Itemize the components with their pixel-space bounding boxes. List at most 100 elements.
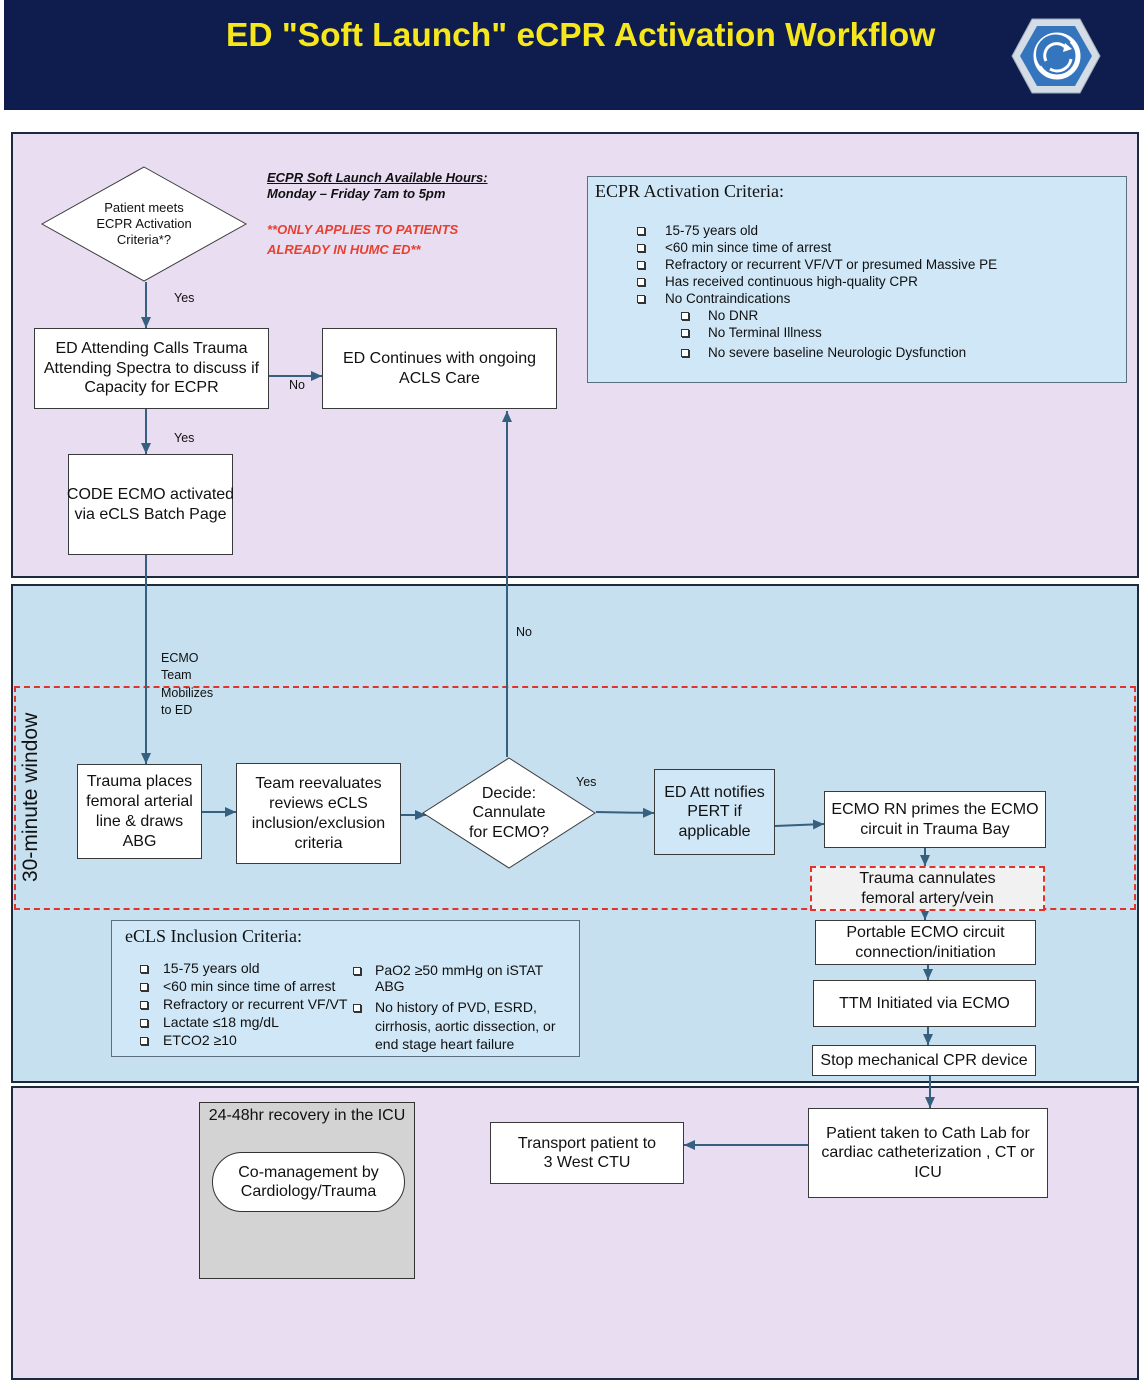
- contraindication-item: No severe baseline Neurologic Dysfunctio…: [681, 344, 997, 361]
- node-text-line: Trauma cannulates: [859, 870, 996, 887]
- thirty-minute-window-frame: [14, 686, 1136, 910]
- checkbox-icon: [637, 227, 645, 235]
- checkbox-icon: [140, 1019, 148, 1027]
- co-management-pill: Co-management by Cardiology/Trauma: [212, 1152, 405, 1212]
- activation-criteria-list: 15-75 years old <60 min since time of ar…: [637, 222, 997, 361]
- scope-note-line: **ONLY APPLIES TO PATIENTS: [267, 222, 459, 237]
- step-cath-lab: Patient taken to Cath Lab for cardiac ca…: [808, 1108, 1048, 1198]
- criteria-item: Has received continuous high-quality CPR: [637, 273, 997, 290]
- checkbox-icon: [681, 329, 689, 337]
- step-portable-ecmo-connection: Portable ECMO circuit connection/initiat…: [815, 920, 1036, 965]
- node-text-line: PERT if: [687, 803, 742, 821]
- step-code-ecmo-activated: CODE ECMO activated via eCLS Batch Page: [67, 454, 234, 555]
- node-text-line: connection/initiation: [855, 943, 996, 961]
- criteria-item: Lactate ≤18 mg/dL: [140, 1013, 347, 1031]
- node-text-line: Cannulate: [472, 804, 546, 822]
- node-text-line: Transport patient to: [517, 1134, 657, 1152]
- criteria-item: 15-75 years old: [140, 959, 347, 977]
- checkbox-icon: [140, 965, 148, 973]
- node-text-line: circuit in Trauma Bay: [860, 820, 1010, 838]
- criteria-item-text: No history of PVD, ESRD,: [375, 999, 537, 1015]
- step-trauma-arterial-line: Trauma places femoral arterial line & dr…: [77, 764, 202, 859]
- edge-label-line: Team: [161, 668, 192, 683]
- criteria-item-text: end stage heart failure: [375, 1036, 515, 1052]
- node-text-line: Patient taken to Cath Lab for: [826, 1124, 1030, 1142]
- checkbox-icon: [140, 983, 148, 991]
- header-bar: [4, 0, 1144, 110]
- checkbox-icon: [637, 261, 645, 269]
- criteria-item: <60 min since time of arrest: [637, 239, 997, 256]
- contraindication-text: No severe baseline Neurologic Dysfunctio…: [708, 345, 967, 360]
- scope-note-line: ALREADY IN HUMC ED**: [267, 242, 421, 257]
- step-stop-cpr-device: Stop mechanical CPR device: [812, 1045, 1036, 1076]
- criteria-item-text: Lactate ≤18 mg/dL: [163, 1014, 279, 1030]
- contraindication-item: No Terminal Illness: [681, 324, 997, 341]
- contraindication-text: No DNR: [708, 308, 759, 323]
- step-acls-care: ED Continues with ongoing ACLS Care: [322, 328, 557, 409]
- step-team-reevaluates: Team reevaluates reviews eCLS inclusion/…: [236, 763, 401, 864]
- node-text-line: Patient meets: [104, 200, 184, 215]
- node-text-line: Criteria*?: [116, 232, 172, 247]
- node-text-line: femoral artery/vein: [861, 889, 994, 907]
- ecls-inclusion-criteria-panel: eCLS Inclusion Criteria: 15-75 years old…: [111, 920, 580, 1057]
- node-text-line: inclusion/exclusion: [251, 814, 386, 832]
- step-transport-3-west-ctu: Transport patient to 3 West CTU: [490, 1122, 684, 1184]
- criteria-item-text: 15-75 years old: [665, 223, 759, 238]
- criteria-item-text: cirrhosis, aortic dissection, or: [375, 1017, 556, 1034]
- step-ed-att-notifies-pert: ED Att notifies PERT if applicable: [654, 769, 775, 855]
- contraindication-text: No Terminal Illness: [708, 325, 822, 340]
- criteria-item: ETCO2 ≥10: [140, 1031, 347, 1049]
- scope-note: **ONLY APPLIES TO PATIENTS ALREADY IN HU…: [267, 220, 458, 260]
- edge-label-yes: Yes: [174, 291, 195, 305]
- node-text-line: Cardiology/Trauma: [240, 1183, 377, 1200]
- node-text-line: femoral arterial: [86, 792, 193, 810]
- criteria-item: 15-75 years old: [637, 222, 997, 239]
- checkbox-icon: [353, 967, 361, 975]
- checkbox-icon: [637, 278, 645, 286]
- node-text-line: Co-management by: [238, 1163, 379, 1181]
- criteria-item-text: 15-75 years old: [163, 960, 260, 976]
- node-text-line: ECPR Activation: [96, 216, 192, 231]
- edge-label-team-mobilizes: ECMO Team Mobilizes to ED: [161, 650, 213, 719]
- node-text-line: ED Att notifies: [664, 783, 765, 801]
- step-ecmo-rn-primes-circuit: ECMO RN primes the ECMO circuit in Traum…: [824, 791, 1046, 848]
- criteria-item-text: Refractory or recurrent VF/VT: [163, 996, 348, 1012]
- step-ed-attending-calls-trauma: ED Attending Calls Trauma Attending Spec…: [34, 328, 269, 409]
- edge-label-no: No: [289, 378, 305, 392]
- availability-heading: ECPR Soft Launch Available Hours:: [267, 170, 488, 185]
- criteria-item-text: No Contraindications: [665, 291, 791, 306]
- criteria-item: Refractory or recurrent VF/VT: [140, 995, 347, 1013]
- availability-hours: Monday – Friday 7am to 5pm: [267, 186, 446, 201]
- node-text-line: ED Attending Calls Trauma: [55, 340, 248, 358]
- edge-label-yes: Yes: [576, 775, 597, 789]
- node-text-line: 3 West CTU: [543, 1154, 631, 1171]
- step-trauma-cannulates: Trauma cannulates femoral artery/vein: [810, 866, 1045, 911]
- ecls-inclusion-criteria-title: eCLS Inclusion Criteria:: [125, 926, 302, 946]
- decision-cannulate-for-ecmo: Decide: Cannulate for ECMO?: [422, 757, 596, 869]
- step-ttm-initiated: TTM Initiated via ECMO: [813, 980, 1036, 1027]
- criteria-item: No history of PVD, ESRD, cirrhosis, aort…: [353, 998, 556, 1054]
- criteria-item-text: ABG: [375, 978, 405, 994]
- node-text-line: ECMO RN primes the ECMO: [831, 801, 1039, 818]
- criteria-item: Refractory or recurrent VF/VT or presume…: [637, 256, 997, 273]
- node-text-line: Capacity for ECPR: [84, 379, 219, 397]
- checkbox-icon: [681, 312, 689, 320]
- ecpr-activation-criteria-panel: ECPR Activation Criteria: 15-75 years ol…: [587, 176, 1127, 383]
- node-text-line: for ECMO?: [468, 823, 549, 841]
- edge-label-line: Mobilizes: [161, 685, 214, 700]
- hexagon-swirl-logo-icon: [1010, 17, 1102, 95]
- edge-label-line: to ED: [161, 702, 193, 717]
- contraindication-item: No DNR: [681, 307, 997, 324]
- criteria-item: No Contraindications: [637, 290, 997, 307]
- icu-recovery-title: 24-48hr recovery in the ICU: [208, 1107, 406, 1124]
- node-text-line: reviews eCLS: [269, 794, 368, 812]
- node-text-line: Stop mechanical CPR device: [820, 1051, 1028, 1069]
- node-text-line: Trauma places: [86, 772, 193, 790]
- criteria-item-text: ETCO2 ≥10: [163, 1032, 237, 1048]
- node-text-line: Decide:: [481, 784, 537, 802]
- node-text-line: ICU: [914, 1163, 942, 1181]
- edge-label-yes: Yes: [174, 431, 195, 445]
- ecpr-activation-criteria-title: ECPR Activation Criteria:: [595, 181, 784, 201]
- criteria-item-text: <60 min since time of arrest: [163, 978, 336, 994]
- page-title: ED "Soft Launch" eCPR Activation Workflo…: [226, 17, 936, 54]
